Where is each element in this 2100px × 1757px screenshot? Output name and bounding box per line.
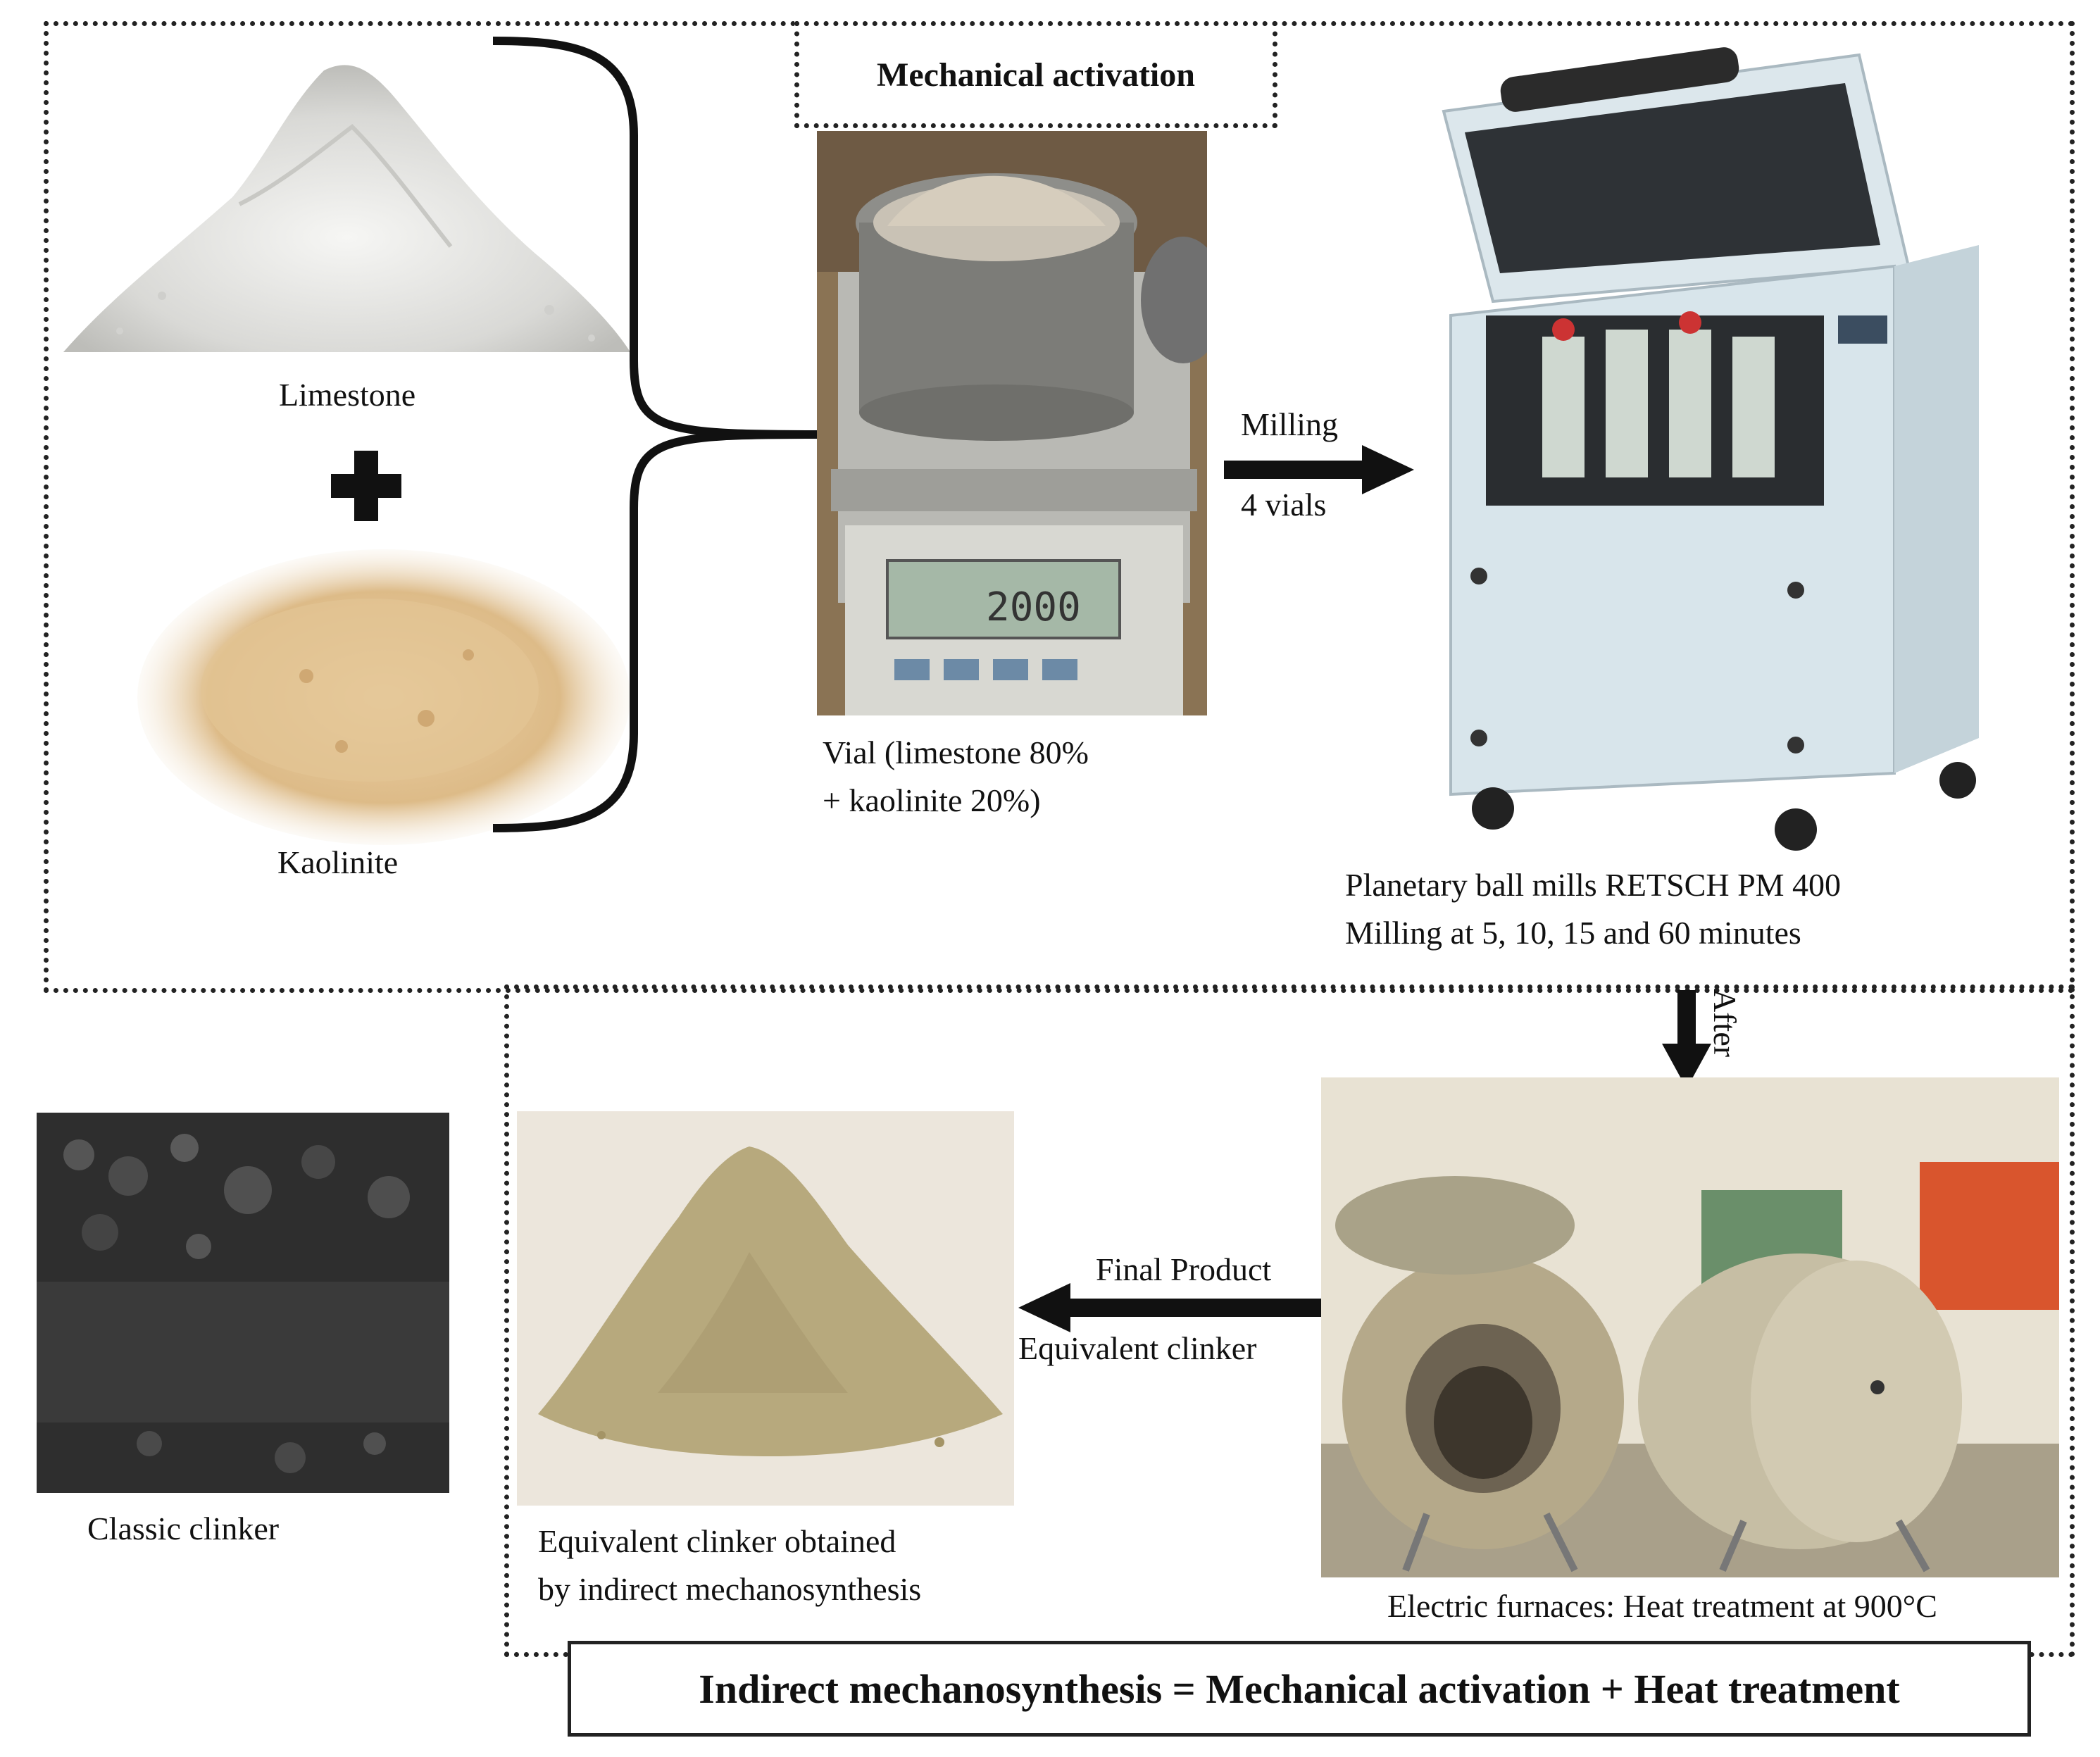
mill-caption-line-1: Planetary ball mills RETSCH PM 400 bbox=[1345, 867, 1842, 903]
equation-box: Indirect mechanosynthesis = Mechanical a… bbox=[568, 1641, 2031, 1737]
classic-clinker-caption: Classic clinker bbox=[87, 1511, 280, 1546]
kaolinite-label: Kaolinite bbox=[277, 844, 399, 880]
scale-display: 2000 bbox=[986, 584, 1081, 630]
mill-caption-line-2: Milling at 5, 10, 15 and 60 minutes bbox=[1345, 915, 1801, 951]
milling-arrow-bottom-label: 4 vials bbox=[1241, 487, 1327, 523]
product-arrow-top-label: Final Product bbox=[1096, 1251, 1272, 1287]
electric-furnaces-image bbox=[1321, 1077, 2059, 1577]
after-arrow bbox=[1662, 990, 1711, 1089]
limestone-label: Limestone bbox=[279, 377, 416, 413]
vial-caption-line-1: Vial (limestone 80% bbox=[823, 734, 1089, 770]
product-arrow-bottom-label: Equivalent clinker bbox=[1018, 1330, 1257, 1366]
product-arrow bbox=[1018, 1283, 1321, 1332]
planetary-ball-mill-image bbox=[1401, 34, 2007, 865]
vial-scale-image: 2000 bbox=[817, 131, 1207, 715]
equivalent-caption-line-1: Equivalent clinker obtained bbox=[538, 1523, 896, 1559]
plus-icon bbox=[331, 451, 401, 521]
after-label: After bbox=[1707, 989, 1743, 1058]
kaolinite-image bbox=[130, 535, 637, 845]
combine-brace bbox=[493, 37, 824, 832]
milling-arrow-top-label: Milling bbox=[1241, 406, 1339, 442]
classic-clinker-image bbox=[37, 1113, 449, 1493]
vial-caption-line-2: + kaolinite 20%) bbox=[823, 782, 1041, 818]
equivalent-clinker-image bbox=[517, 1111, 1014, 1506]
equivalent-caption-line-2: by indirect mechanosynthesis bbox=[538, 1571, 922, 1607]
furnace-caption: Electric furnaces: Heat treatment at 900… bbox=[1387, 1588, 1937, 1624]
mechanical-activation-label: Mechanical activation bbox=[794, 21, 1277, 128]
milling-arrow bbox=[1224, 445, 1414, 494]
limestone-image bbox=[56, 42, 634, 359]
